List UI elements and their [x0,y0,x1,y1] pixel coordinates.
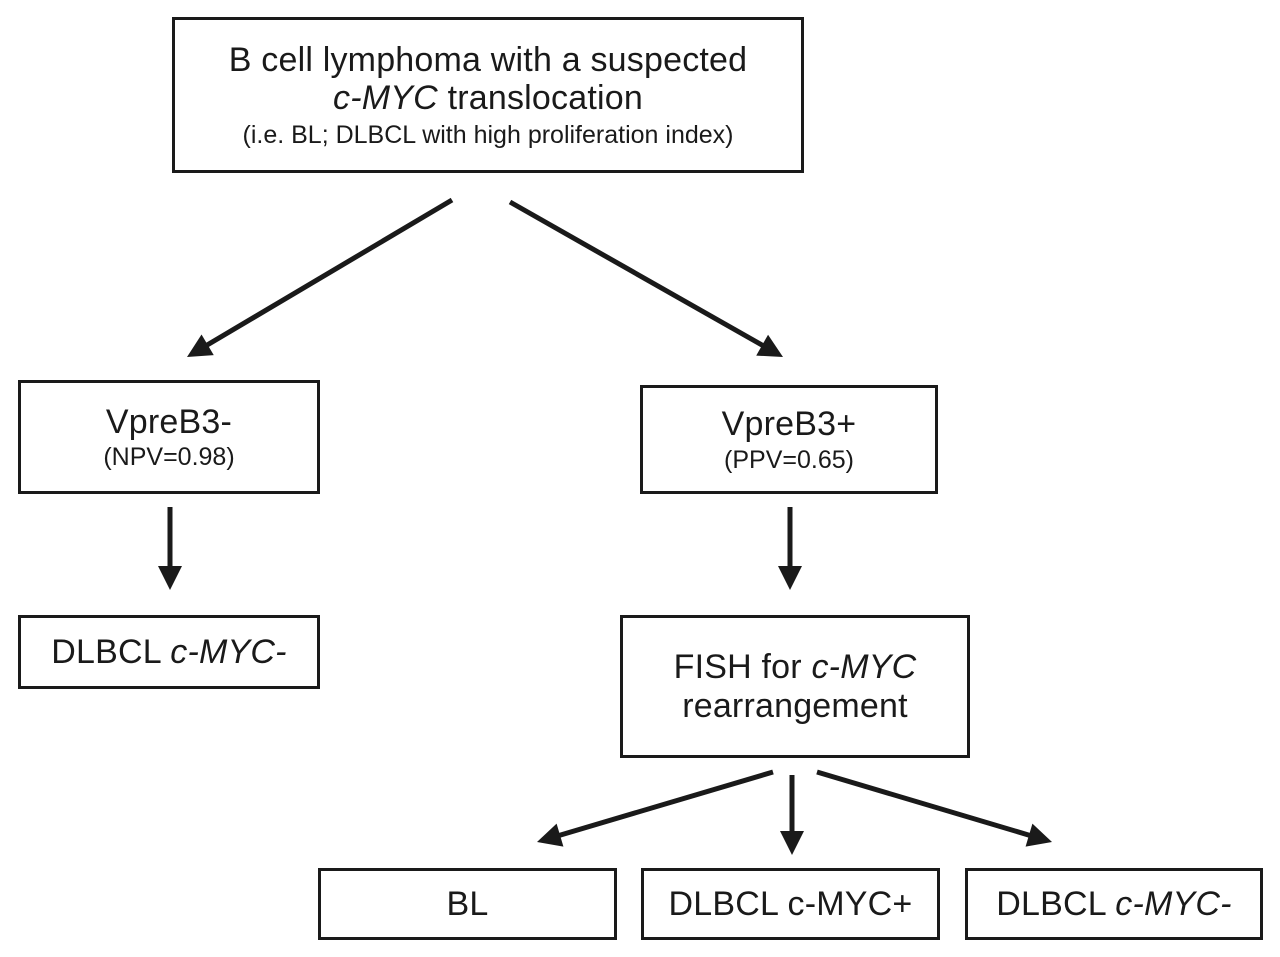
dlbcl-prefix: DLBCL [51,632,171,671]
npv-value: (NPV=0.98) [103,443,235,472]
outcome-myc-negative-gene: c-MYC- [1115,884,1232,923]
outcome-bl-node: BL [318,868,617,940]
arrow-fish-to-myc-negative-shaft [816,769,1032,839]
arrow-fish-to-myc-positive-head [780,831,804,855]
outcome-dlbcl-myc-negative-node: DLBCL c-MYC- [965,868,1263,940]
arrow-root-to-negative-shaft [204,197,454,348]
vpreb3-negative-node: VpreB3- (NPV=0.98) [18,380,320,494]
arrow-fish-to-myc-positive [780,775,804,855]
arrow-root-to-negative [187,197,454,357]
ppv-value: (PPV=0.65) [724,445,854,474]
arrow-positive-to-fish [778,507,802,590]
fish-node: FISH for c-MYC rearrangement [620,615,970,758]
outcome-dlbcl-myc-positive-node: DLBCL c-MYC+ [641,868,940,940]
vpreb3-negative-label: VpreB3- [105,402,233,441]
root-gene: c-MYC [333,79,438,117]
root-line-2-rest: translocation [437,79,643,117]
root-line-3: (i.e. BL; DLBCL with high proliferation … [242,121,734,150]
arrow-fish-to-myc-negative-head [1025,823,1052,847]
outcome-dlbcl-myc-positive-label: DLBCL c-MYC+ [668,884,913,923]
arrow-fish-to-myc-negative [816,769,1052,847]
arrow-root-to-positive-head [756,334,783,357]
fish-gene: c-MYC [811,648,917,687]
fish-line-1: FISH for c-MYC [674,648,917,686]
outcome-bl-label: BL [446,884,489,923]
arrow-negative-to-result-head [158,566,182,590]
root-node: B cell lymphoma with a suspected c-MYC t… [172,17,804,173]
arrow-negative-to-result [158,507,182,590]
arrow-root-to-negative-head [187,334,214,357]
dlbcl-myc-negative-text: DLBCL c-MYC- [51,633,286,671]
outcome-dlbcl-prefix: DLBCL [996,884,1116,923]
arrow-fish-to-bl-shaft [557,769,774,839]
fish-line-2: rearrangement [682,686,908,725]
myc-negative-gene: c-MYC- [170,632,287,671]
dlbcl-myc-negative-node: DLBCL c-MYC- [18,615,320,689]
arrow-root-to-positive-shaft [508,199,766,349]
arrow-positive-to-fish-head [778,566,802,590]
root-line-1: B cell lymphoma with a suspected [228,40,748,79]
vpreb3-positive-label: VpreB3+ [721,405,857,444]
outcome-dlbcl-myc-negative-text: DLBCL c-MYC- [996,885,1231,923]
root-line-2: c-MYC translocation [333,79,643,117]
arrow-fish-to-bl [537,769,774,847]
arrow-fish-to-bl-head [537,823,564,847]
vpreb3-positive-node: VpreB3+ (PPV=0.65) [640,385,938,494]
arrow-root-to-positive [508,199,783,357]
fish-prefix: FISH for [673,648,812,687]
